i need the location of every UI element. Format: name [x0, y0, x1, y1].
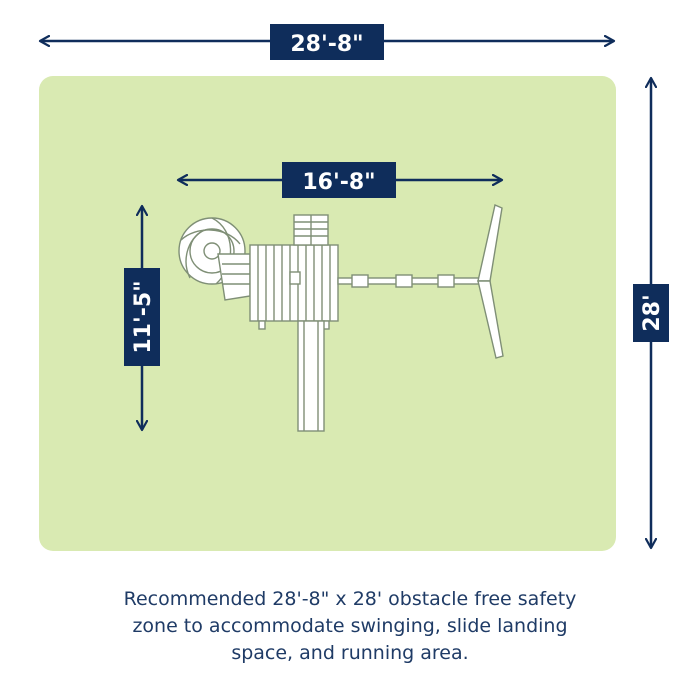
equipment-width-label-box [282, 162, 396, 198]
fort-window [289, 271, 301, 285]
overall-width-dimension: 28'-8" [40, 24, 614, 60]
spiral-slide [178, 217, 251, 301]
swing-seat-1 [351, 274, 369, 288]
swing-a-frame [477, 204, 504, 359]
caption-line-1: Recommended 28'-8" x 28' obstacle free s… [123, 588, 577, 610]
caption-line-3: space, and running area. [231, 642, 469, 664]
equipment-depth-label: 11'-5" [131, 280, 156, 353]
spiral-slide-inner [189, 228, 235, 274]
swing-seat-3 [437, 274, 455, 288]
swing-seat-2 [395, 274, 413, 288]
spiral-slide-curve-2 [180, 229, 241, 245]
overall-width-label: 28'-8" [290, 32, 363, 57]
swing-beam [337, 274, 489, 288]
straight-slide [297, 320, 325, 432]
safety-zone-caption: Recommended 28'-8" x 28' obstacle free s… [0, 586, 700, 667]
equipment-depth-dimension: 11'-5" [124, 206, 160, 430]
overall-width-label-box [270, 24, 384, 60]
a-frame-lower-leg [477, 280, 504, 359]
equipment-depth-label-box [124, 268, 160, 366]
caption-line-2: zone to accommodate swinging, slide land… [132, 615, 568, 637]
playset-equipment [178, 204, 504, 432]
climbing-ladder [293, 214, 329, 246]
straight-slide-outline [297, 320, 325, 432]
overall-depth-dimension: 28' [633, 78, 669, 548]
spiral-slide-curve-3 [185, 229, 205, 279]
spiral-slide-core [203, 242, 221, 260]
equipment-width-dimension: 16'-8" [178, 162, 502, 198]
overall-depth-label: 28' [640, 294, 665, 331]
fort-roof [249, 244, 339, 330]
equipment-width-label: 16'-8" [302, 170, 375, 195]
fort-post-left [258, 320, 266, 330]
overall-depth-label-box [633, 284, 669, 342]
